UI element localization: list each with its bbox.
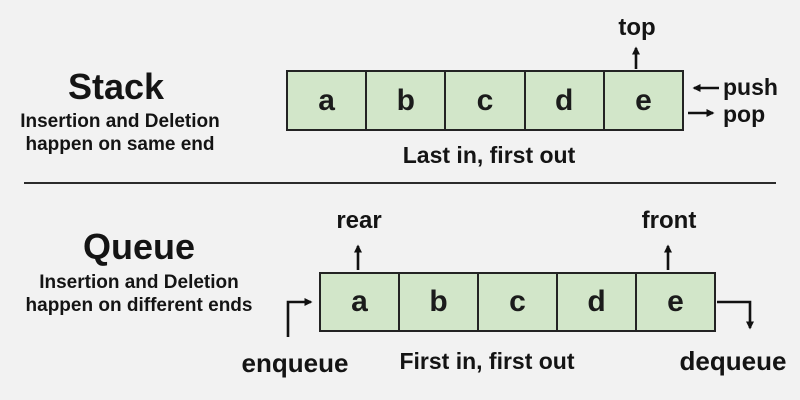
stack-subtitle: Insertion and Deletion happen on same en… (20, 110, 220, 156)
queue-cell-d: d (558, 274, 637, 330)
queue-cell-b: b (400, 274, 479, 330)
queue-rear-label: rear (336, 207, 382, 234)
stack-subtitle-line-2: happen on same end (25, 134, 215, 155)
queue-subtitle: Insertion and Deletion happen on differe… (26, 271, 253, 317)
stack-pop-label: pop (723, 101, 766, 127)
stack-cell-d: d (526, 72, 605, 129)
stack-cells: a b c d e (286, 70, 684, 131)
queue-enqueue-arrow (286, 298, 313, 337)
queue-dequeue-arrow (717, 300, 754, 330)
queue-title: Queue (82, 226, 196, 267)
stack-push-label: push (723, 74, 778, 100)
queue-cell-a: a (321, 274, 400, 330)
queue-cell-c: c (479, 274, 558, 330)
stack-top-label: top (618, 14, 656, 41)
queue-enqueue-label: enqueue (241, 348, 349, 378)
queue-cell-e: e (667, 285, 684, 318)
stack-cell-a: a (288, 72, 368, 129)
queue-cells: a b c d e (319, 272, 716, 332)
queue-front-label: front (641, 207, 697, 234)
stack-caption: Last in, first out (402, 142, 576, 168)
stack-cell-c: c (446, 72, 526, 129)
queue-subtitle-line-1: Insertion and Deletion (39, 272, 239, 293)
queue-dequeue-label: dequeue (679, 346, 787, 376)
queue-caption: First in, first out (399, 348, 575, 374)
queue-subtitle-line-2: happen on different ends (25, 295, 253, 316)
stack-subtitle-line-1: Insertion and Deletion (20, 111, 220, 132)
stack-cell-e: e (635, 83, 652, 117)
stack-cell-b: b (367, 72, 447, 129)
section-divider (24, 182, 776, 184)
stack-title: Stack (67, 66, 165, 107)
